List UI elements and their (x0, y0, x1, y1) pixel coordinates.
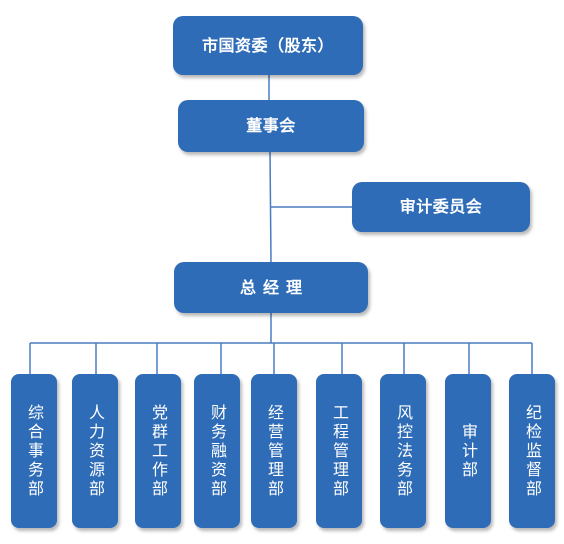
department-label: 综合事务部 (25, 403, 44, 499)
department-box-audit: 审计部 (445, 374, 491, 528)
department-label: 审计部 (459, 422, 478, 480)
general-manager-box: 总经理 (174, 262, 368, 313)
department-box-finance: 财务融资部 (194, 374, 240, 528)
department-label: 工程管理部 (330, 403, 349, 499)
department-label: 纪检监督部 (523, 403, 542, 499)
shareholder-box: 市国资委（股东） (173, 16, 363, 75)
department-box-operations: 经营管理部 (251, 374, 297, 528)
department-box-risk-legal: 风控法务部 (380, 374, 426, 528)
department-label: 党群工作部 (149, 403, 168, 499)
department-box-discipline: 纪检监督部 (509, 374, 555, 528)
general-manager-label: 总经理 (239, 277, 309, 297)
audit-committee-label: 审计委员会 (399, 197, 483, 216)
shareholder-label: 市国资委（股东） (201, 35, 334, 55)
audit-committee-box: 审计委员会 (352, 182, 530, 232)
department-label: 风控法务部 (394, 403, 413, 499)
department-box-human-resources: 人力资源部 (72, 374, 118, 528)
board-label: 董事会 (246, 116, 296, 135)
board-box: 董事会 (178, 100, 364, 152)
department-label: 财务融资部 (208, 403, 227, 499)
department-label: 人力资源部 (86, 403, 105, 499)
department-box-engineering: 工程管理部 (316, 374, 362, 528)
department-box-party-affairs: 党群工作部 (135, 374, 181, 528)
department-label: 经营管理部 (265, 403, 284, 499)
department-box-general-affairs: 综合事务部 (11, 374, 57, 528)
